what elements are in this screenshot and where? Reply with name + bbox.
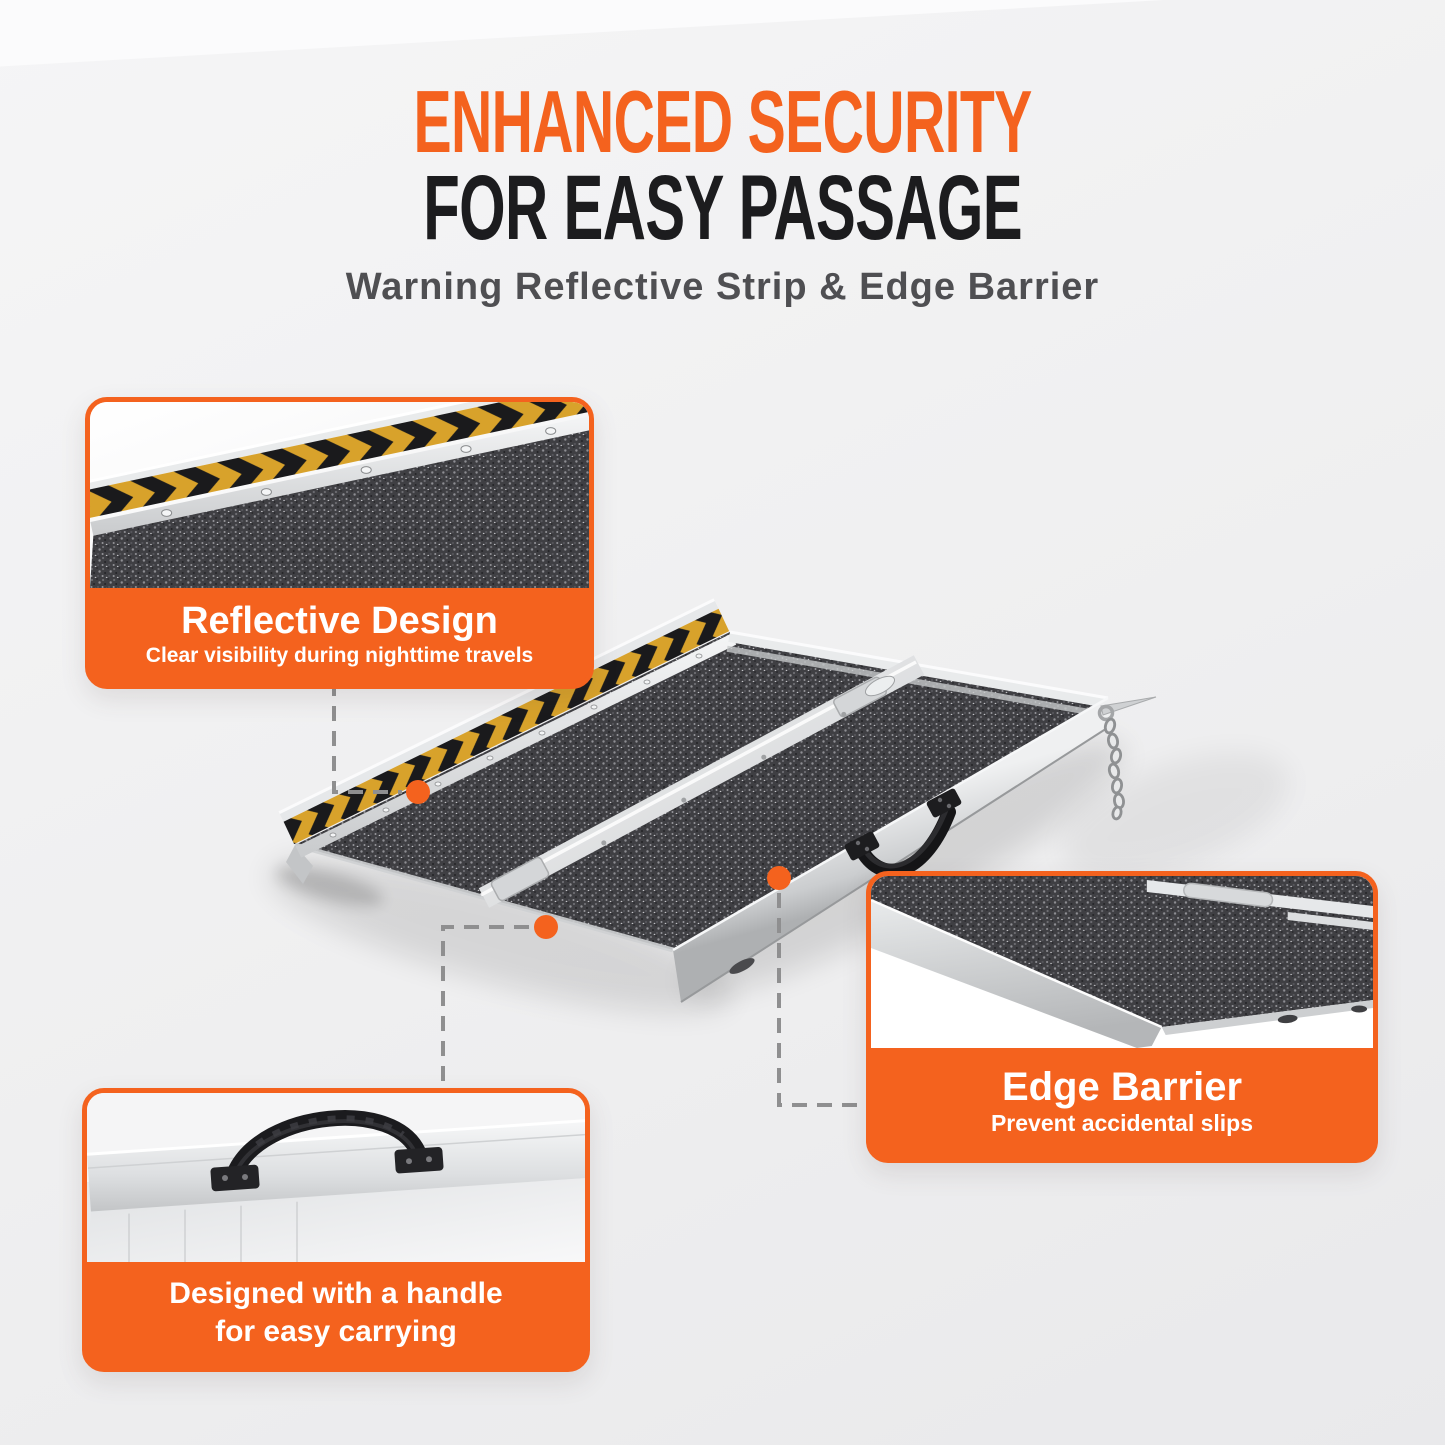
dot-handle [534,915,558,939]
reflective-strip-photo [90,402,589,588]
reflective-card-title: Reflective Design [181,600,498,642]
safety-chain [1097,696,1157,821]
ramp-left-tip [286,845,313,884]
handle-card-label: Designed with a handle for easy carrying [169,1275,502,1350]
strip-rail [295,633,737,858]
side-panel [672,696,1116,1003]
reflective-strip-rim [279,599,719,822]
reflective-strip [283,608,730,845]
dot-reflective [406,780,430,804]
callout-dots [406,780,791,939]
leader-lines [332,681,862,1107]
carry-handle-card: Designed with a handle for easy carrying [82,1088,590,1372]
reflective-design-card: Reflective Design Clear visibility durin… [85,397,594,689]
edge-barrier-card-title: Edge Barrier [1001,1065,1243,1109]
edge-barrier-card-description: Prevent accidental slips [990,1110,1254,1136]
edge-barrier-card: Edge Barrier Prevent accidental slips [866,871,1378,1163]
main-title-line2: FOR EASY PASSAGE [423,157,1022,259]
leader-edge-barrier [777,893,862,1107]
reflective-card-description: Clear visibility during nighttime travel… [145,644,534,667]
dot-edge-barrier [767,866,791,890]
subtitle: Warning Reflective Strip & Edge Barrier [345,266,1100,308]
handle-card-label-line1: Designed with a handle [169,1277,503,1310]
main-title-line1: ENHANCED SECURITY [413,72,1032,171]
carry-handle-photo [87,1093,585,1262]
strip-screws [329,653,703,838]
leader-handle [441,925,529,1086]
edge-barrier-photo [871,876,1373,1048]
hinge-rail [478,655,925,908]
leader-reflective [332,681,402,794]
carry-handle [844,788,962,878]
handle-card-label-line2: for easy carrying [215,1314,457,1348]
